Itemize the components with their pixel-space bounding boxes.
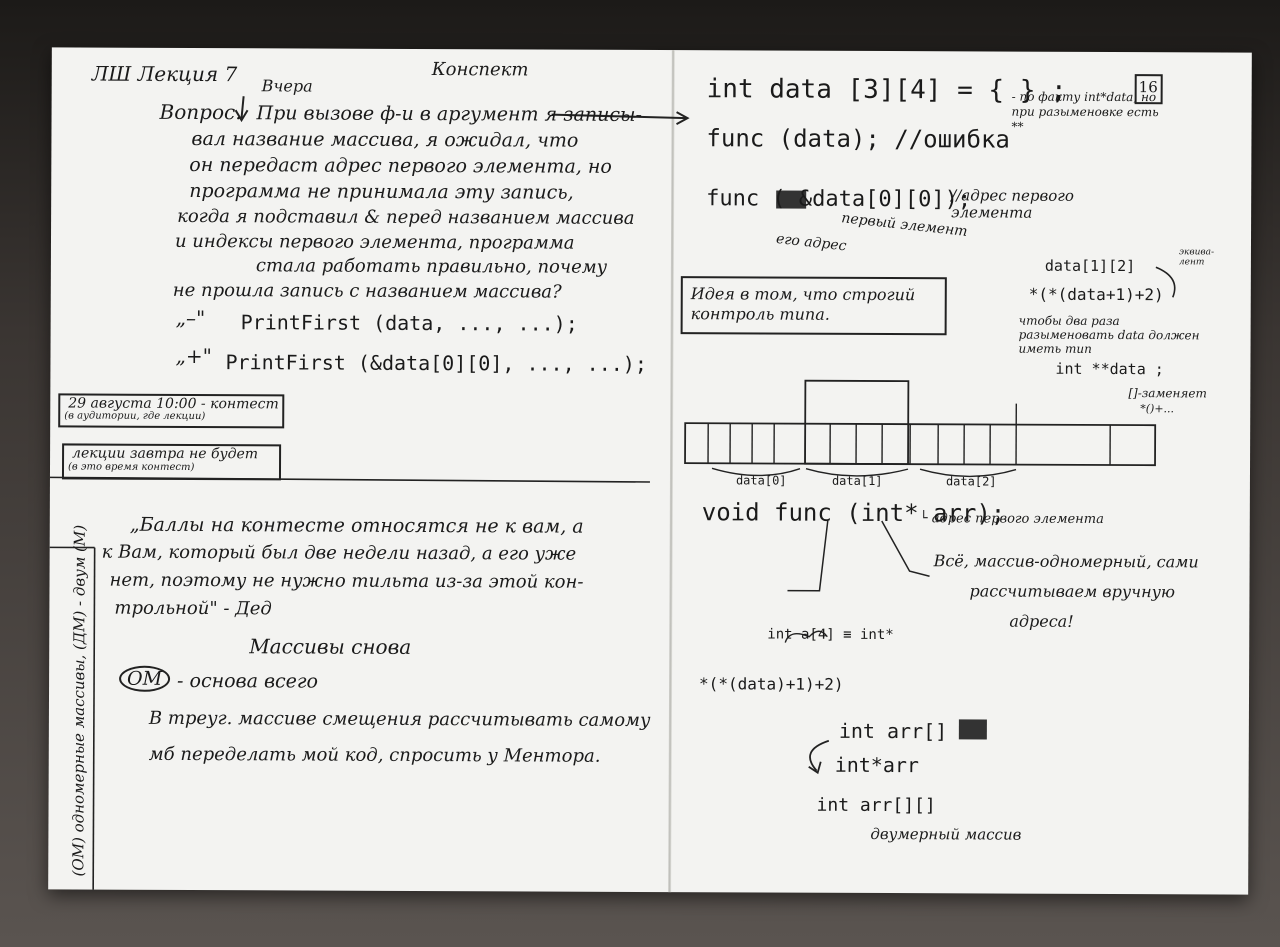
minus-code: PrintFirst (data, ..., ...); — [240, 310, 578, 336]
arrays-title: Массивы снова — [249, 634, 412, 659]
conclusion-line: Всё, массив-одномерный, сами — [933, 551, 1199, 572]
int-ptr-arr: int*arr — [834, 752, 920, 778]
question-line: программа не принимала эту запись, — [189, 179, 574, 204]
mentor-note: мб переделать мой код, спросить у Ментор… — [148, 743, 601, 767]
question-label: Вопрос. — [159, 99, 242, 125]
triangular-array-note: В треуг. массиве смещения рассчитывать с… — [148, 707, 651, 732]
idea-text: Идея в том, что строгий контроль типа. — [690, 284, 916, 324]
int-arr-2d: int arr[][] — [816, 794, 936, 817]
int-arr-decl: int arr[] — [838, 718, 948, 744]
no-lecture-note: лекции завтра не будет — [72, 445, 259, 463]
om-text: - основа всего — [177, 669, 319, 693]
plus-label: „+" — [175, 343, 212, 369]
yesterday-label: Вчера — [261, 76, 313, 96]
no-lecture-note-box: лекции завтра не будет (в это время конт… — [61, 443, 282, 481]
segment-label-2: data[2] — [945, 474, 997, 489]
quote-line: к Вам, который был две недели назад, а е… — [101, 541, 577, 565]
highlight-rect — [804, 379, 910, 466]
bracket-note: []-заменяет — [1128, 386, 1207, 401]
bracket-note-sub: *()+... — [1140, 402, 1175, 416]
question-line: При вызове ф-и в аргумент я записы- — [256, 102, 642, 126]
int-array-equiv: int a[4] ≡ int* — [767, 626, 894, 644]
link-arrow-line — [551, 113, 687, 120]
hand-drawn-lines — [49, 96, 1176, 890]
idea-box: Идея в том, что строгий контроль типа. — [680, 276, 947, 336]
page-title: Конспект — [431, 59, 529, 81]
minus-label: „–" — [175, 305, 206, 331]
equivalent-label: эквива- лент — [1178, 247, 1215, 268]
pointer-line-1 — [787, 520, 829, 592]
segment-label-1: data[1] — [831, 473, 883, 489]
divider-line — [49, 476, 650, 483]
address-note: //адрес первого элемента — [951, 186, 1074, 222]
quote-line: нет, поэтому не нужно тильта из-за этой … — [109, 569, 584, 593]
conclusion-line: адреса! — [1009, 611, 1074, 631]
call-error: func (data); //ошибка — [706, 124, 1010, 154]
data12-expr: data[1][2] — [1044, 256, 1136, 276]
memory-array-rect — [684, 422, 1157, 467]
quote-line: „Баллы на контесте относятся не к вам, а — [129, 513, 584, 538]
question-line: он передаст адрес первого элемента, но — [189, 153, 612, 178]
no-lecture-note-sub: (в это время контест) — [67, 461, 195, 474]
declaration-note: - по факту int*data, но при разыменовке … — [1011, 89, 1159, 134]
om-circle-label: ОМ — [119, 665, 171, 692]
question-line: вал название массива, я ожидал, что — [191, 127, 579, 152]
margin-note: (ОМ) одномерные массивы, (ДМ) - двум (М) — [69, 524, 89, 877]
question-line: не прошла запись с названием массива? — [172, 279, 562, 303]
pointer-line-2 — [881, 520, 930, 577]
question-line: и индексы первого элемента, программа — [174, 230, 575, 254]
twice-deref-note: чтобы два раза разыменовать data должен … — [1018, 313, 1200, 356]
plus-code: PrintFirst (&data[0][0], ..., ...); — [225, 350, 647, 376]
link-arrow-head — [676, 111, 690, 125]
contest-note-box: 29 августа 10:00 - контест (в аудитории,… — [58, 393, 285, 429]
contest-note-sub: (в аудитории, где лекции) — [64, 410, 206, 423]
conclusion-line: рассчитываем вручную — [969, 581, 1176, 602]
lecture-header: ЛШ Лекция 7 — [91, 61, 238, 87]
down-arrow-line — [240, 96, 245, 119]
deref-expr-2: *(*(data)+1)+2) — [699, 674, 844, 694]
first-address-note: └ адрес первого элемента — [919, 511, 1104, 527]
question-line: когда я подставил & перед названием масс… — [177, 205, 635, 229]
call-ok: func ( &data[0][0]); — [706, 186, 972, 213]
equivalence-arrow — [809, 739, 830, 772]
notebook-sheet: ЛШ Лекция 7 Конспект Вчера Вопрос. При в… — [48, 47, 1252, 895]
question-line: стала работать правильно, почему — [255, 255, 608, 278]
deref-expr: *(*(data+1)+2) — [1028, 284, 1164, 305]
crossed-out-mark — [958, 719, 987, 740]
quote-line: трольной" - Дед — [114, 597, 272, 620]
down-arrow-head — [234, 109, 249, 123]
crossed-out-mark-2 — [776, 190, 807, 209]
int-ptrptr: int **data ; — [1055, 359, 1164, 379]
segment-label-0: data[0] — [735, 473, 787, 488]
two-dim-label: двумерный массив — [870, 824, 1022, 844]
